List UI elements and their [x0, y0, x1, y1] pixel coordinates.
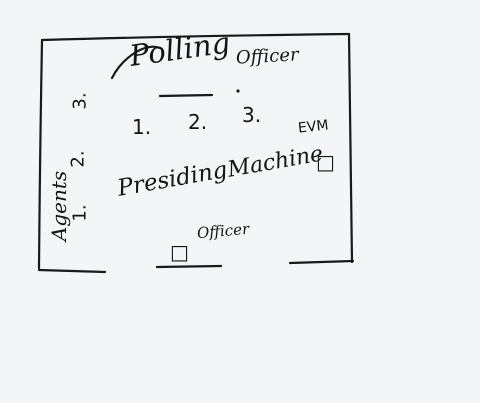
presiding-officer-box-icon: □ [170, 240, 189, 264]
polling-officer-3: 3. [242, 103, 262, 127]
title-underline [158, 93, 214, 98]
polling-officer-2: 2. [188, 110, 208, 134]
evm-box-icon: □ [316, 150, 335, 174]
room-left-wall [37, 38, 44, 270]
ink-dot [236, 89, 240, 93]
room-bottom-wall-right [288, 259, 355, 265]
polling-officer-suffix: Officer [235, 44, 300, 69]
agent-2: 2. [67, 150, 89, 168]
agent-1: 1. [69, 204, 91, 222]
polling-officer-1: 1. [132, 115, 152, 139]
room-top-wall [40, 32, 351, 42]
room-bottom-wall-middle [155, 264, 223, 269]
room-bottom-wall-left [37, 268, 107, 274]
presiding-officer-label: Officer [196, 219, 250, 243]
agent-3: 3. [69, 92, 91, 110]
agents-label: Agents [47, 170, 72, 242]
title-flourish [110, 45, 162, 80]
evm-label: EVM [297, 117, 330, 137]
room-right-wall [347, 32, 354, 264]
